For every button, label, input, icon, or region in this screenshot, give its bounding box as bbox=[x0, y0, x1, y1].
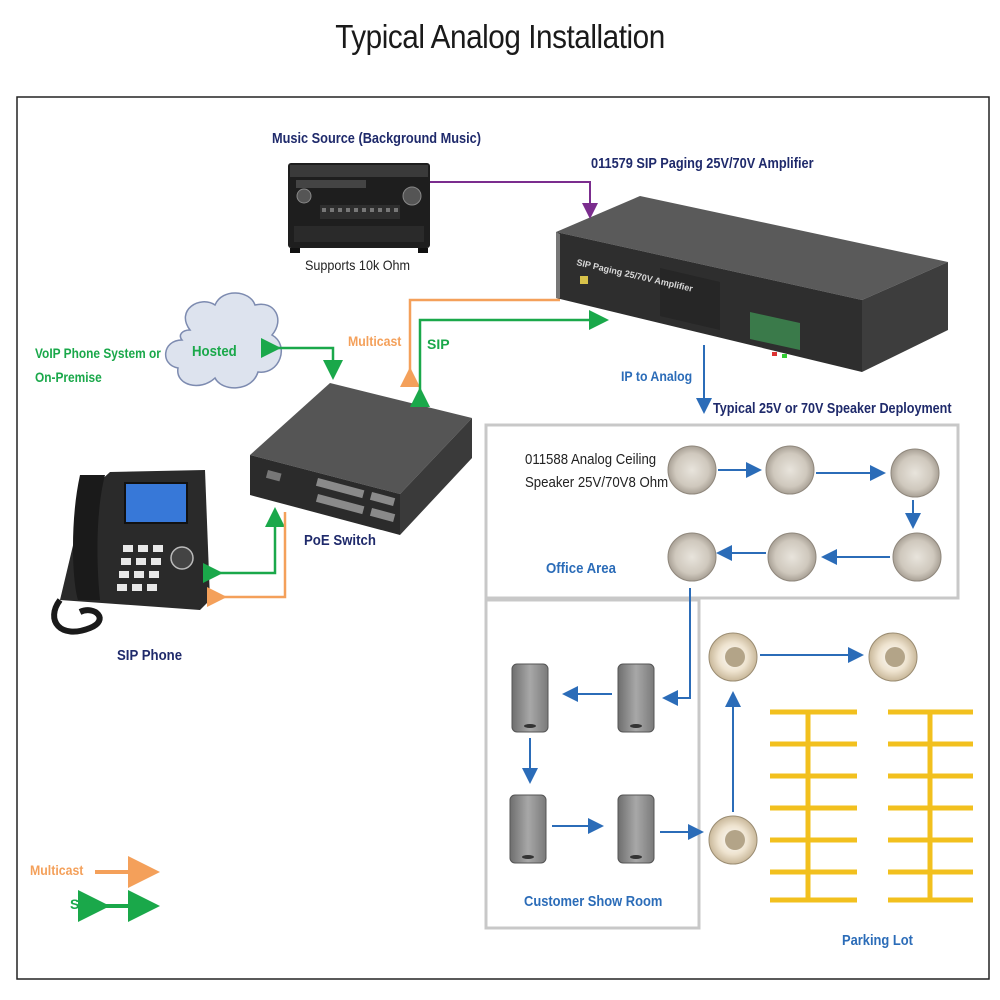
poe-switch-label: PoE Switch bbox=[304, 532, 376, 549]
sip-phone-switch-link bbox=[203, 507, 285, 583]
ceiling-speaker bbox=[767, 532, 817, 582]
sip-label: SIP bbox=[427, 336, 450, 352]
parking-lot-label: Parking Lot bbox=[842, 932, 913, 949]
hosted-cloud bbox=[165, 292, 283, 389]
voip-label-line2: On-Premise bbox=[35, 369, 102, 385]
sip-switch-amp-link bbox=[410, 310, 609, 407]
wall-speaker bbox=[511, 663, 549, 733]
horn-speaker bbox=[708, 632, 758, 682]
ceiling-speaker-label-line2: Speaker 25V/70V8 Ohm bbox=[525, 474, 669, 491]
multicast-label: Multicast bbox=[348, 333, 402, 349]
office-area-label: Office Area bbox=[546, 560, 616, 577]
hosted-label: Hosted bbox=[192, 343, 237, 360]
office-to-showroom-link bbox=[662, 588, 691, 706]
ceiling-speaker bbox=[765, 445, 815, 495]
poe-switch bbox=[250, 383, 472, 535]
outer-frame bbox=[16, 96, 990, 980]
sip-cloud-switch-link bbox=[261, 338, 343, 380]
wall-speaker bbox=[509, 794, 547, 864]
multicast-phone-switch-link bbox=[207, 512, 287, 607]
customer-show-room-label: Customer Show Room bbox=[524, 893, 663, 910]
sip-paging-amplifier: SIP Paging 25/70V Amplifier bbox=[556, 196, 948, 372]
show-room-box bbox=[484, 598, 701, 930]
sip-phone-device bbox=[51, 470, 210, 635]
ceiling-speaker bbox=[890, 448, 940, 498]
music-to-amp-link bbox=[430, 181, 598, 219]
horn-speaker bbox=[868, 632, 918, 682]
music-source-receiver bbox=[288, 163, 430, 253]
supports-label: Supports 10k Ohm bbox=[305, 257, 411, 273]
ceiling-speaker-label-line1: 011588 Analog Ceiling bbox=[525, 451, 657, 468]
ceiling-speaker bbox=[667, 445, 717, 495]
legend-multicast-label: Multicast bbox=[30, 862, 84, 878]
horn-speaker bbox=[708, 815, 758, 865]
ip-to-analog-label: IP to Analog bbox=[621, 368, 693, 384]
page-title: Typical Analog Installation bbox=[335, 18, 665, 55]
sip-phone-label: SIP Phone bbox=[117, 647, 183, 664]
voip-label-line1: VoIP Phone System or bbox=[35, 345, 161, 361]
wall-speaker bbox=[617, 794, 655, 864]
office-area-box bbox=[484, 423, 960, 600]
speaker-deployment-label: Typical 25V or 70V Speaker Deployment bbox=[713, 400, 952, 417]
ceiling-speaker bbox=[892, 532, 942, 582]
parking-lot-lines bbox=[770, 709, 973, 903]
ceiling-speaker bbox=[667, 532, 717, 582]
amplifier-label: 011579 SIP Paging 25V/70V Amplifier bbox=[591, 155, 814, 172]
music-source-label: Music Source (Background Music) bbox=[272, 130, 481, 147]
legend-sip-label: SIP bbox=[70, 896, 93, 912]
wall-speaker bbox=[617, 663, 655, 733]
